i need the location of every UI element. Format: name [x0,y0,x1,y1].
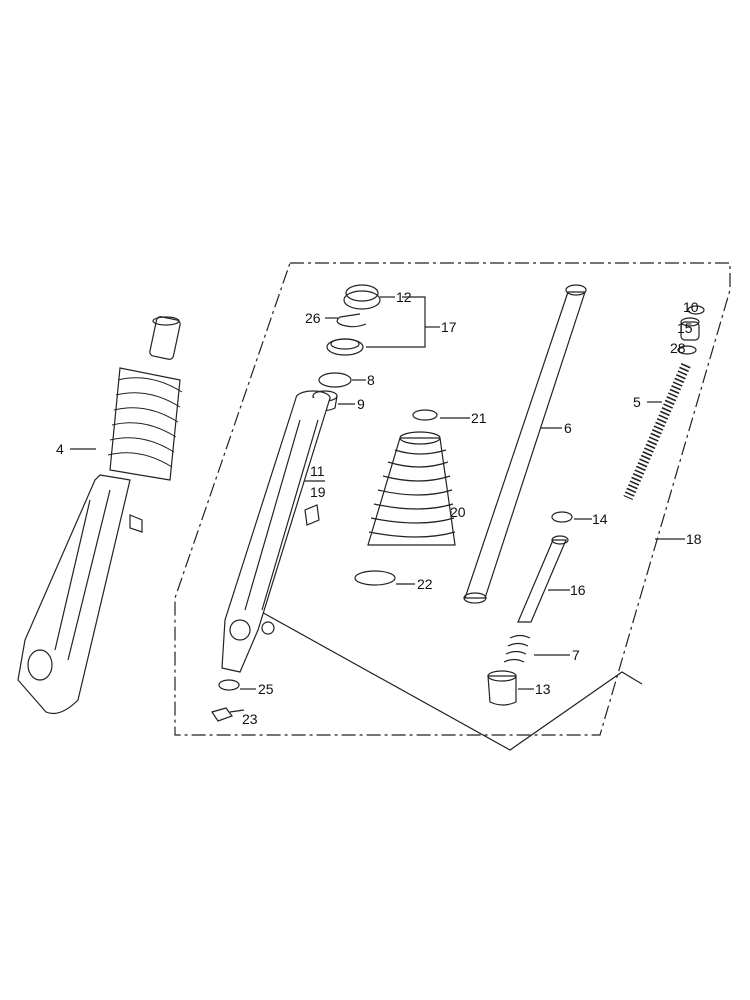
dust-boot-part-20 [367,431,456,546]
callout-16: 16 [570,582,586,598]
leader-line-assembly [239,599,643,751]
callout-11: 11 [310,463,325,479]
callout-7: 7 [572,647,580,663]
callout-28: 28 [670,340,686,356]
callout-20: 20 [450,504,466,520]
callout-15: 15 [677,320,693,336]
callout-13: 13 [535,681,551,697]
callout-5: 5 [633,394,641,410]
fork-spring-part-5 [623,363,691,500]
callout-9: 9 [357,396,365,412]
callout-14: 14 [592,511,608,527]
callout-26: 26 [305,310,321,326]
outer-tube-part-11 [221,390,331,673]
callout-19: 19 [310,484,326,500]
callout-6: 6 [564,420,572,436]
callout-21: 21 [471,410,487,426]
callout-12: 12 [396,289,412,305]
callout-18: 18 [686,531,702,547]
callout-8: 8 [367,372,375,388]
callout-17: 17 [441,319,457,335]
callout-23: 23 [242,711,258,727]
callout-4: 4 [56,441,64,457]
fork-assembly-part-4 [17,316,183,715]
inner-tube-part-6 [463,284,587,604]
callout-22: 22 [417,576,433,592]
callout-10: 10 [683,299,699,315]
callout-25: 25 [258,681,274,697]
assembly-boundary [174,262,731,736]
